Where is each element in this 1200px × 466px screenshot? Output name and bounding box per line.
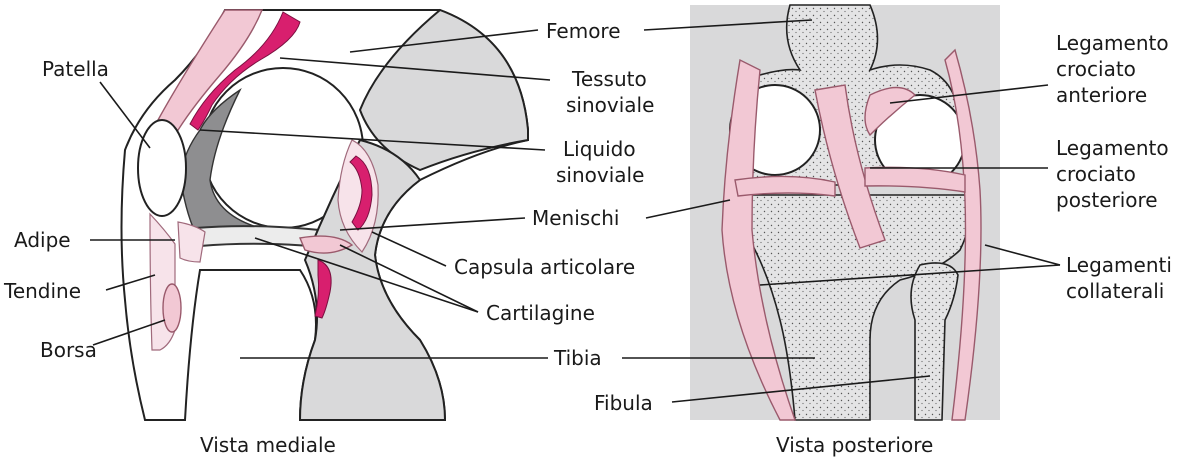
medial-meniscus bbox=[299, 235, 354, 254]
medial-posterior-capsule bbox=[337, 139, 379, 253]
medial-fat-pad bbox=[177, 221, 206, 263]
label-adipe: Adipe bbox=[14, 228, 71, 252]
label-capsula: Capsula articolare bbox=[454, 255, 635, 279]
medial-lower-synovium bbox=[314, 259, 332, 319]
posterior-cruciate-anterior bbox=[864, 86, 917, 137]
posterior-meniscus-medial bbox=[734, 175, 836, 197]
label-femore: Femore bbox=[546, 19, 621, 43]
caption-posterior-view: Vista posteriore bbox=[776, 433, 933, 457]
label-lcp-3: posteriore bbox=[1056, 188, 1158, 212]
labels: Patella Adipe Tendine Borsa Femore Tessu… bbox=[3, 19, 1172, 457]
medial-view bbox=[120, 8, 529, 421]
posterior-fibula bbox=[910, 262, 959, 421]
label-collat-2: collaterali bbox=[1066, 279, 1164, 303]
label-liquido-1: Liquido bbox=[563, 137, 636, 161]
caption-medial-view: Vista mediale bbox=[200, 433, 336, 457]
label-menischi: Menischi bbox=[532, 206, 619, 230]
medial-posterior-synovium bbox=[349, 155, 373, 231]
label-borsa: Borsa bbox=[40, 338, 97, 362]
label-tibia: Tibia bbox=[553, 346, 602, 370]
label-tessuto-2: sinoviale bbox=[566, 93, 654, 117]
medial-quadriceps-tendon bbox=[157, 9, 264, 137]
label-lca-3: anteriore bbox=[1056, 83, 1147, 107]
medial-femur bbox=[358, 8, 529, 172]
posterior-tibia bbox=[742, 194, 970, 421]
label-lcp-2: crociato bbox=[1056, 162, 1136, 186]
label-lca-2: crociato bbox=[1056, 57, 1136, 81]
leader-lines bbox=[90, 19, 1061, 403]
label-lca-1: Legamento bbox=[1056, 31, 1169, 55]
label-tendine: Tendine bbox=[3, 279, 81, 303]
medial-bursa bbox=[162, 283, 182, 333]
medial-patella bbox=[137, 119, 187, 217]
label-fibula: Fibula bbox=[594, 391, 653, 415]
label-lcp-1: Legamento bbox=[1056, 136, 1169, 160]
medial-tibia bbox=[298, 138, 447, 421]
label-cartilagine: Cartilagine bbox=[486, 301, 595, 325]
posterior-cruciate-posterior bbox=[814, 84, 886, 249]
posterior-collateral-lateral bbox=[944, 48, 982, 421]
medial-synovial-fold bbox=[189, 11, 301, 131]
label-collat-1: Legamenti bbox=[1066, 253, 1172, 277]
label-patella: Patella bbox=[42, 57, 109, 81]
label-liquido-2: sinoviale bbox=[556, 163, 644, 187]
label-tessuto-1: Tessuto bbox=[571, 67, 647, 91]
posterior-view bbox=[690, 4, 1000, 421]
